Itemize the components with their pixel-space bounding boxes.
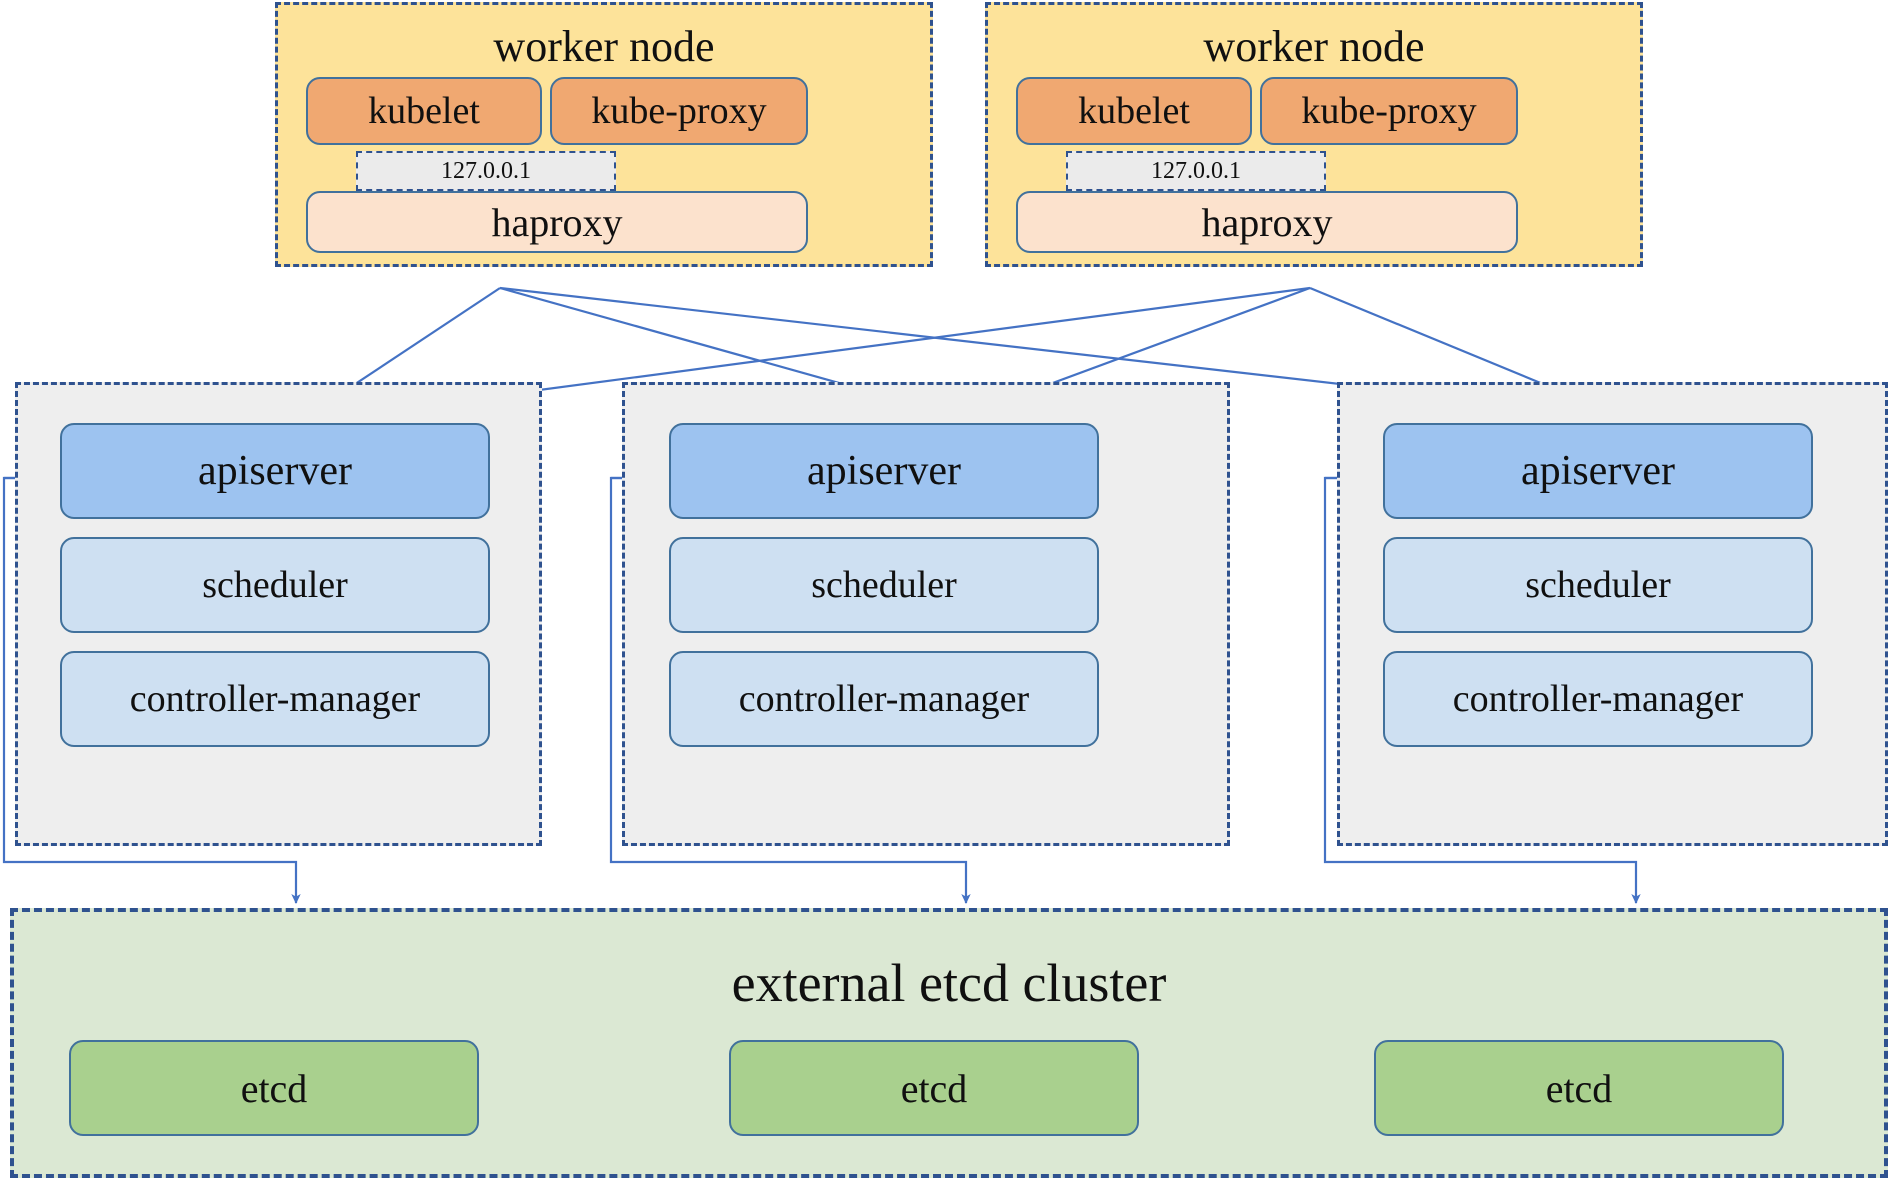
etcd-member-3[interactable]: etcd — [1374, 1040, 1784, 1136]
etcd-member-1[interactable]: etcd — [69, 1040, 479, 1136]
worker-node-2-haproxy[interactable]: haproxy — [1016, 191, 1518, 253]
worker-node-2-kubelet[interactable]: kubelet — [1016, 77, 1252, 145]
worker-node-1-kubelet[interactable]: kubelet — [306, 77, 542, 145]
control-plane-3[interactable]: apiserver scheduler controller-manager — [1337, 382, 1888, 846]
worker-node-1-title: worker node — [493, 22, 715, 71]
worker-node-1-kube-proxy[interactable]: kube-proxy — [550, 77, 808, 145]
worker-node-2-kube-proxy[interactable]: kube-proxy — [1260, 77, 1518, 145]
external-etcd-cluster[interactable]: external etcd cluster etcd etcd etcd — [10, 908, 1888, 1178]
worker-node-2-title: worker node — [1203, 22, 1425, 71]
control-plane-2-apiserver[interactable]: apiserver — [669, 423, 1099, 519]
worker-node-1-loopback: 127.0.0.1 — [356, 151, 616, 191]
control-plane-1-scheduler[interactable]: scheduler — [60, 537, 490, 633]
control-plane-1[interactable]: apiserver scheduler controller-manager — [15, 382, 542, 846]
etcd-cluster-title: external etcd cluster — [731, 953, 1167, 1013]
control-plane-2[interactable]: apiserver scheduler controller-manager — [622, 382, 1230, 846]
control-plane-1-apiserver[interactable]: apiserver — [60, 423, 490, 519]
worker-node-1-haproxy[interactable]: haproxy — [306, 191, 808, 253]
worker-node-1[interactable]: worker node kubelet kube-proxy 127.0.0.1… — [275, 2, 933, 267]
control-plane-2-scheduler[interactable]: scheduler — [669, 537, 1099, 633]
control-plane-1-controller-manager[interactable]: controller-manager — [60, 651, 490, 747]
control-plane-2-controller-manager[interactable]: controller-manager — [669, 651, 1099, 747]
worker-node-2[interactable]: worker node kubelet kube-proxy 127.0.0.1… — [985, 2, 1643, 267]
etcd-member-2[interactable]: etcd — [729, 1040, 1139, 1136]
control-plane-3-controller-manager[interactable]: controller-manager — [1383, 651, 1813, 747]
control-plane-3-apiserver[interactable]: apiserver — [1383, 423, 1813, 519]
control-plane-3-scheduler[interactable]: scheduler — [1383, 537, 1813, 633]
worker-node-2-loopback: 127.0.0.1 — [1066, 151, 1326, 191]
